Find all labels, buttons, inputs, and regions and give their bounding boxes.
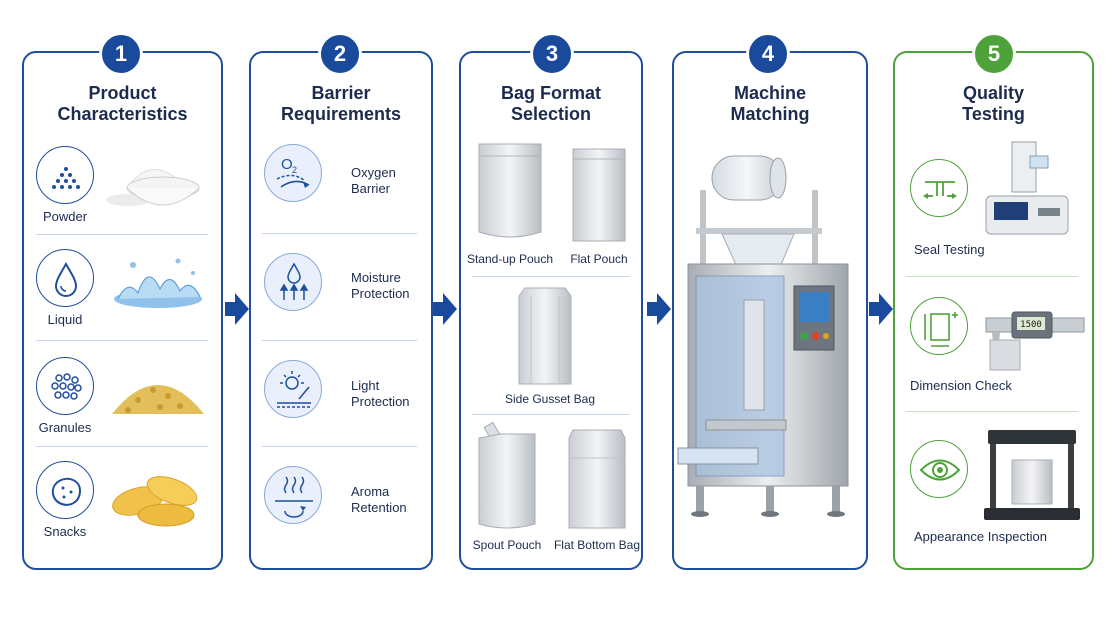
- moisture-label-line2: Protection: [351, 286, 410, 301]
- liquid-label: Liquid: [47, 312, 83, 327]
- divider: [36, 446, 208, 447]
- step-5-title-line1: Quality: [962, 83, 1024, 103]
- side-gusset-bag-image: [518, 287, 572, 385]
- step-2-title: Barrier Requirements: [249, 83, 433, 125]
- divider: [906, 411, 1078, 412]
- moisture-label-line1: Moisture: [351, 270, 401, 285]
- arrow-right-icon: [433, 293, 457, 325]
- oxygen-label-line1: Oxygen: [351, 165, 396, 180]
- granules-label: Granules: [38, 420, 92, 435]
- step-3-title-line2: Selection: [510, 104, 592, 124]
- divider: [906, 276, 1078, 277]
- seal-testing-icon: [910, 159, 968, 217]
- flat-pouch-label: Flat Pouch: [570, 252, 628, 266]
- dimension-check-label: Dimension Check: [910, 378, 1012, 393]
- powder-image: [106, 169, 200, 206]
- aroma-label: Aroma Retention: [351, 484, 407, 516]
- o2-symbol: O: [281, 156, 293, 173]
- caliper-readout: 1500: [1020, 320, 1042, 330]
- step-5-title-line2: Testing: [962, 104, 1025, 124]
- light-label: Light Protection: [351, 378, 410, 410]
- divider: [472, 414, 630, 415]
- arrow-right-icon: [647, 293, 671, 325]
- step-1-title-line1: Product: [88, 83, 157, 103]
- step-5-number: 5: [972, 32, 1016, 76]
- spout-pouch-label: Spout Pouch: [472, 538, 542, 552]
- step-4-number: 4: [746, 32, 790, 76]
- step-3-number: 3: [530, 32, 574, 76]
- step-2-number: 2: [318, 32, 362, 76]
- step-1-title: Product Characteristics: [22, 83, 223, 125]
- step-2-title-line1: Barrier: [311, 83, 371, 103]
- powder-label: Powder: [42, 209, 88, 224]
- step-4-title-line1: Machine: [733, 83, 807, 103]
- chips-image: [112, 476, 198, 527]
- divider: [36, 234, 208, 235]
- flat-bottom-bag-label: Flat Bottom Bag: [553, 538, 641, 552]
- seal-tester-image: [985, 141, 1069, 235]
- spout-pouch-image: [478, 421, 536, 529]
- powder-icon: [36, 146, 94, 204]
- divider: [262, 233, 417, 234]
- step-3-title-line1: Bag Format: [500, 83, 601, 103]
- light-icon: [264, 360, 322, 418]
- oxygen-icon: O 2: [264, 144, 322, 202]
- svg-text:2: 2: [292, 165, 297, 175]
- inspection-box-image: [984, 430, 1080, 520]
- packaging-machine-image: [677, 155, 849, 517]
- dimension-check-icon: [910, 297, 968, 355]
- moisture-label: Moisture Protection: [351, 270, 410, 302]
- granules-image: [112, 385, 204, 414]
- standup-pouch-label: Stand-up Pouch: [466, 252, 554, 266]
- moisture-icon: [264, 253, 322, 311]
- eye-icon: [910, 440, 968, 498]
- divider: [262, 446, 417, 447]
- step-4-title: Machine Matching: [672, 83, 868, 125]
- snacks-icon: [36, 461, 94, 519]
- light-label-line2: Protection: [351, 394, 410, 409]
- step-5-title: Quality Testing: [893, 83, 1094, 125]
- step-1-title-line2: Characteristics: [57, 104, 188, 124]
- granules-icon: [36, 357, 94, 415]
- step-4-title-line2: Matching: [730, 104, 810, 124]
- liquid-splash-image: [114, 258, 202, 308]
- standup-pouch-image: [478, 143, 542, 238]
- divider: [36, 340, 208, 341]
- arrow-right-icon: [869, 293, 893, 325]
- snacks-label: Snacks: [43, 524, 87, 539]
- arrow-right-icon: [225, 293, 249, 325]
- appearance-inspection-label: Appearance Inspection: [914, 529, 1047, 544]
- oxygen-label: Oxygen Barrier: [351, 165, 396, 197]
- light-label-line1: Light: [351, 378, 380, 393]
- aroma-label-line2: Retention: [351, 500, 407, 515]
- divider: [472, 276, 630, 277]
- liquid-icon: [36, 249, 94, 307]
- flat-pouch-image: [572, 148, 626, 242]
- divider: [262, 340, 417, 341]
- seal-testing-label: Seal Testing: [914, 242, 985, 257]
- flat-bottom-bag-image: [568, 429, 626, 529]
- step-2-title-line2: Requirements: [280, 104, 402, 124]
- step-3-title: Bag Format Selection: [459, 83, 643, 125]
- aroma-icon: [264, 466, 322, 524]
- side-gusset-bag-label: Side Gusset Bag: [504, 392, 596, 406]
- caliper-image: 1500: [985, 311, 1085, 371]
- aroma-label-line1: Aroma: [351, 484, 390, 499]
- step-1-number: 1: [99, 32, 143, 76]
- oxygen-label-line2: Barrier: [351, 181, 391, 196]
